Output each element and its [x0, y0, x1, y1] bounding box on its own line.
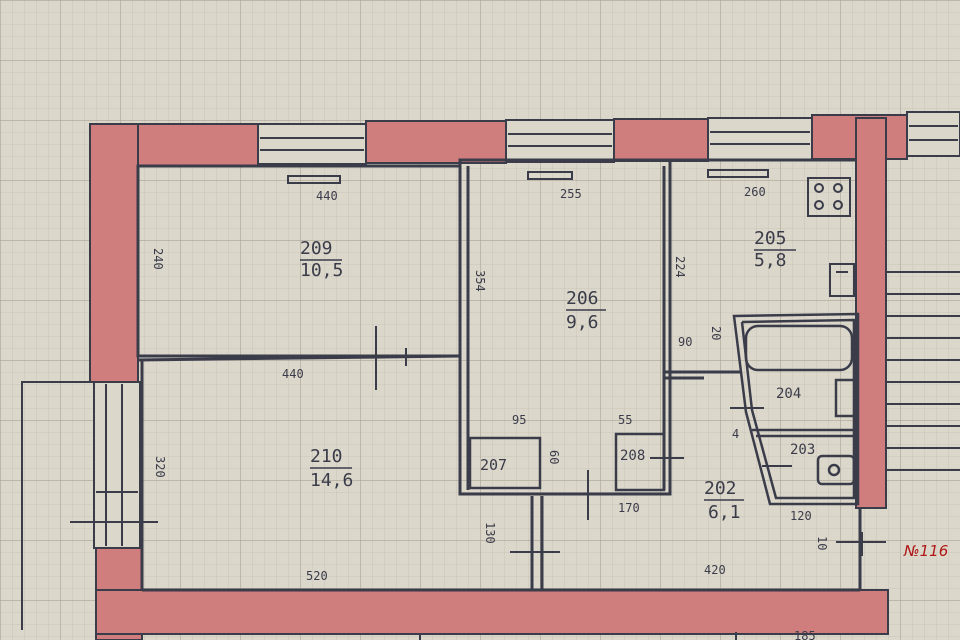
wall-top-3: [613, 118, 709, 162]
left-window-frame: [93, 381, 141, 549]
room-area-202: 6,1: [708, 502, 741, 523]
dimension-labels: 440 255 260 440 520 420 170 120 95 55 90…: [151, 185, 829, 640]
room-number-209: 209: [300, 238, 333, 259]
dim-255: 255: [560, 187, 582, 201]
dim-4: 4: [732, 427, 739, 441]
bathtub: [744, 324, 854, 372]
dim-60: 60: [547, 450, 561, 464]
room-number-210: 210: [310, 446, 343, 467]
room-number-208: 208: [620, 448, 645, 464]
dim-440-mid: 440: [282, 367, 304, 381]
room-area-205: 5,8: [754, 250, 787, 271]
dim-20: 20: [709, 326, 723, 340]
dim-354: 354: [473, 270, 487, 292]
room-number-207: 207: [480, 456, 507, 474]
stove: [807, 177, 851, 217]
radiators: [287, 169, 769, 184]
kitchen-sink: [829, 263, 855, 297]
dim-420: 420: [704, 563, 726, 577]
window-4: [906, 111, 960, 157]
dim-320: 320: [153, 456, 167, 478]
exterior-walls: [89, 114, 908, 640]
closet-207: [468, 436, 542, 490]
dim-440-top: 440: [316, 189, 338, 203]
kitchen-fixtures: [807, 177, 855, 297]
apartment-stamp: №116: [903, 542, 948, 560]
closets: [468, 432, 666, 492]
window-1: [257, 123, 367, 165]
bathroom-block: [732, 312, 860, 506]
wall-bottom: [95, 589, 889, 635]
room-number-204: 204: [776, 386, 801, 402]
dim-120: 120: [790, 509, 812, 523]
dim-10: 10: [815, 536, 829, 550]
staircase: [885, 160, 960, 480]
room-area-206: 9,6: [566, 312, 599, 333]
dim-224: 224: [673, 256, 687, 278]
window-lines: [260, 125, 958, 151]
toilet-203: [816, 454, 856, 486]
room-area-209: 10,5: [300, 260, 343, 281]
room-labels: 209 10,5 206 9,6 205 5,8 210 14,6 202 6,…: [300, 228, 815, 523]
bathroom-204-outline: [732, 312, 860, 506]
wall-left-upper: [89, 123, 139, 383]
wall-top-2: [365, 120, 507, 164]
dim-260: 260: [744, 185, 766, 199]
door-marks: [375, 326, 886, 556]
window-3: [707, 117, 813, 161]
dim-170: 170: [618, 501, 640, 515]
dim-130: 130: [483, 522, 497, 544]
dim-90: 90: [678, 335, 692, 349]
wall-right-stair: [855, 117, 887, 509]
room-number-206: 206: [566, 288, 599, 309]
room-number-203: 203: [790, 442, 815, 458]
dim-55: 55: [618, 413, 632, 427]
closet-208: [614, 432, 666, 492]
room-number-202: 202: [704, 478, 737, 499]
dim-240: 240: [151, 248, 165, 270]
window-2: [505, 119, 615, 163]
room-number-205: 205: [754, 228, 787, 249]
dim-95: 95: [512, 413, 526, 427]
windows-top: [257, 111, 960, 165]
dim-520: 520: [306, 569, 328, 583]
balcony-left: [21, 381, 94, 630]
dim-185: 185: [794, 629, 816, 640]
sink-204: [834, 378, 858, 418]
room-area-210: 14,6: [310, 470, 353, 491]
lower-unit-hint: [419, 632, 737, 640]
